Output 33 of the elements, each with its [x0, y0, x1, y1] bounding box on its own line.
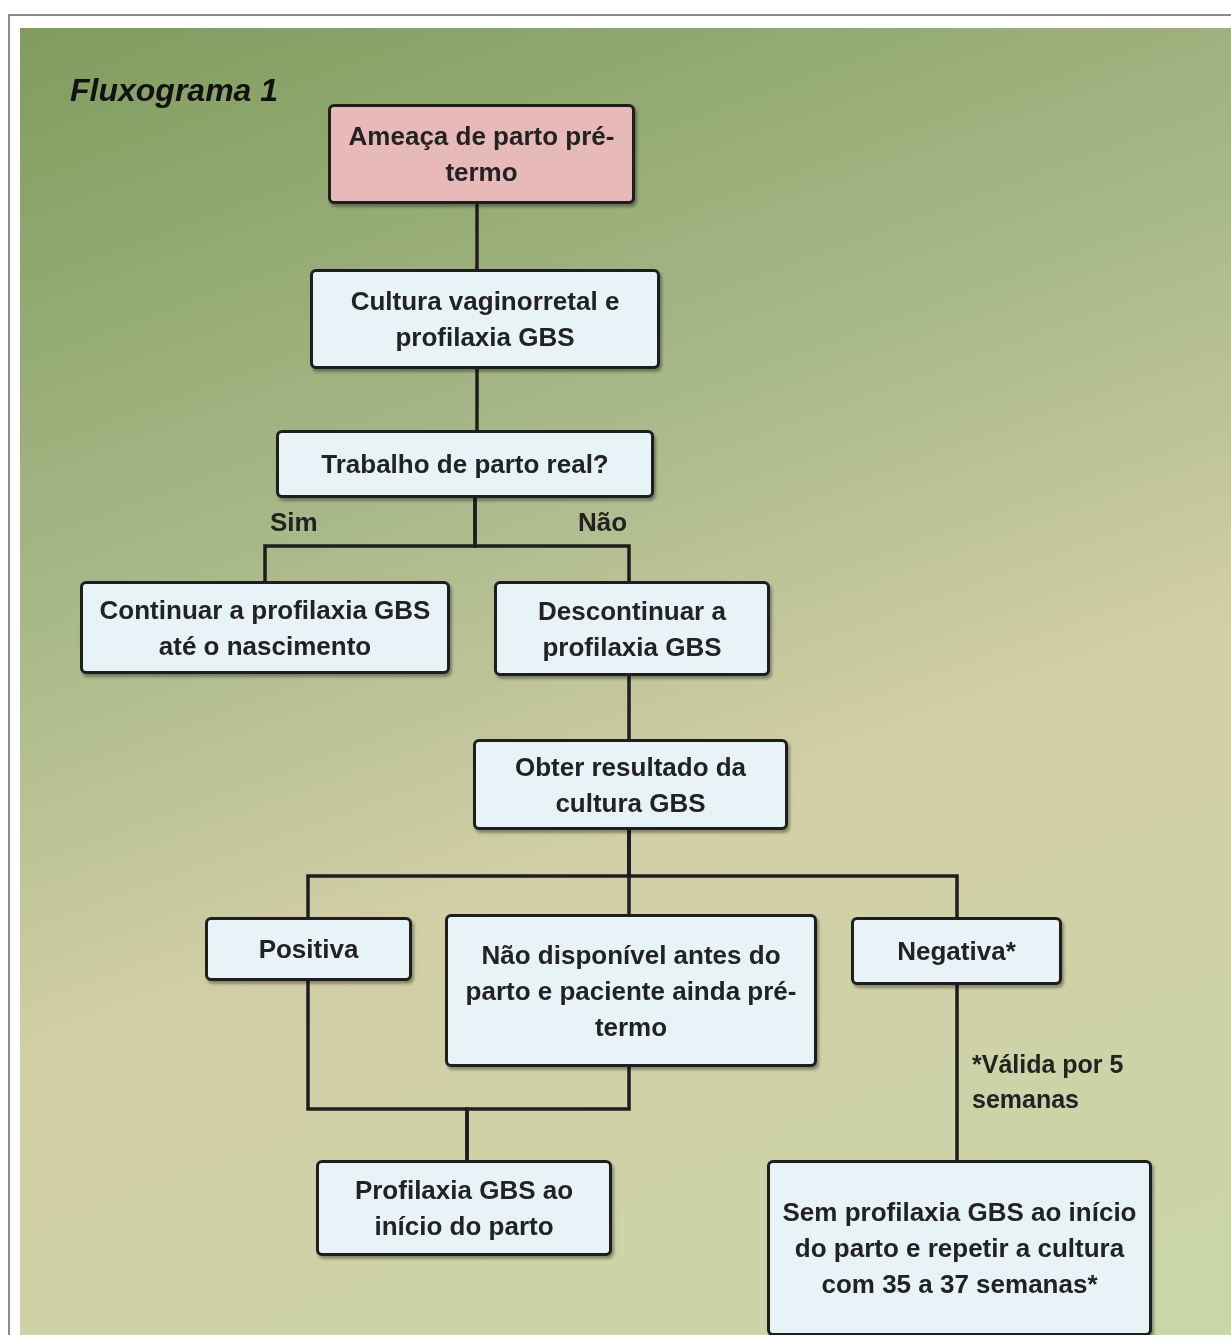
connector-line: [475, 369, 479, 430]
process-box: [276, 430, 654, 498]
process-box: [473, 739, 788, 830]
node-text: Profilaxia GBS ao início do parto: [353, 1174, 575, 1243]
node-text: Obter resultado da cultura GBS: [513, 750, 748, 820]
connector-line: [475, 204, 479, 269]
connector-line: [627, 676, 631, 739]
node-text: Continuar a profilaxia GBS até o nascimento: [98, 593, 432, 663]
edge-label: Não: [578, 507, 628, 538]
connector-line: [955, 985, 959, 1160]
node-text: Cultura vaginorretal e profilaxia GBS: [349, 285, 621, 354]
node-text: Descontinuar a profilaxia GBS: [537, 594, 727, 664]
node-text: Sem profilaxia GBS ao início do parto e repetir a cultura com 35 a 37 semanas*: [781, 1196, 1138, 1301]
edge-label: Sim: [270, 507, 318, 538]
footnote: *Válida por 5 semanas: [972, 1049, 1125, 1115]
process-box: [445, 914, 817, 1067]
node-text: Não disponível antes do parto e paciente ainda pré-termo: [464, 938, 798, 1044]
connector-line: [627, 830, 959, 917]
node-text: Negativa*: [897, 935, 1016, 968]
process-box: [316, 1160, 612, 1256]
node-text: Positiva: [258, 933, 359, 966]
node-text: Trabalho de parto real?: [321, 448, 609, 481]
node-text: Ameaça de parto pré-termo: [347, 120, 616, 189]
process-box: [767, 1160, 1152, 1335]
process-box: [494, 581, 770, 676]
diagram-title: Fluxograma 1: [70, 72, 279, 109]
process-box: [310, 269, 660, 369]
process-box: [205, 917, 412, 981]
connector-line: [473, 498, 631, 581]
start-box: [328, 104, 635, 204]
connector-line: [465, 1067, 631, 1160]
process-box: [851, 917, 1062, 985]
process-box: [80, 581, 450, 674]
